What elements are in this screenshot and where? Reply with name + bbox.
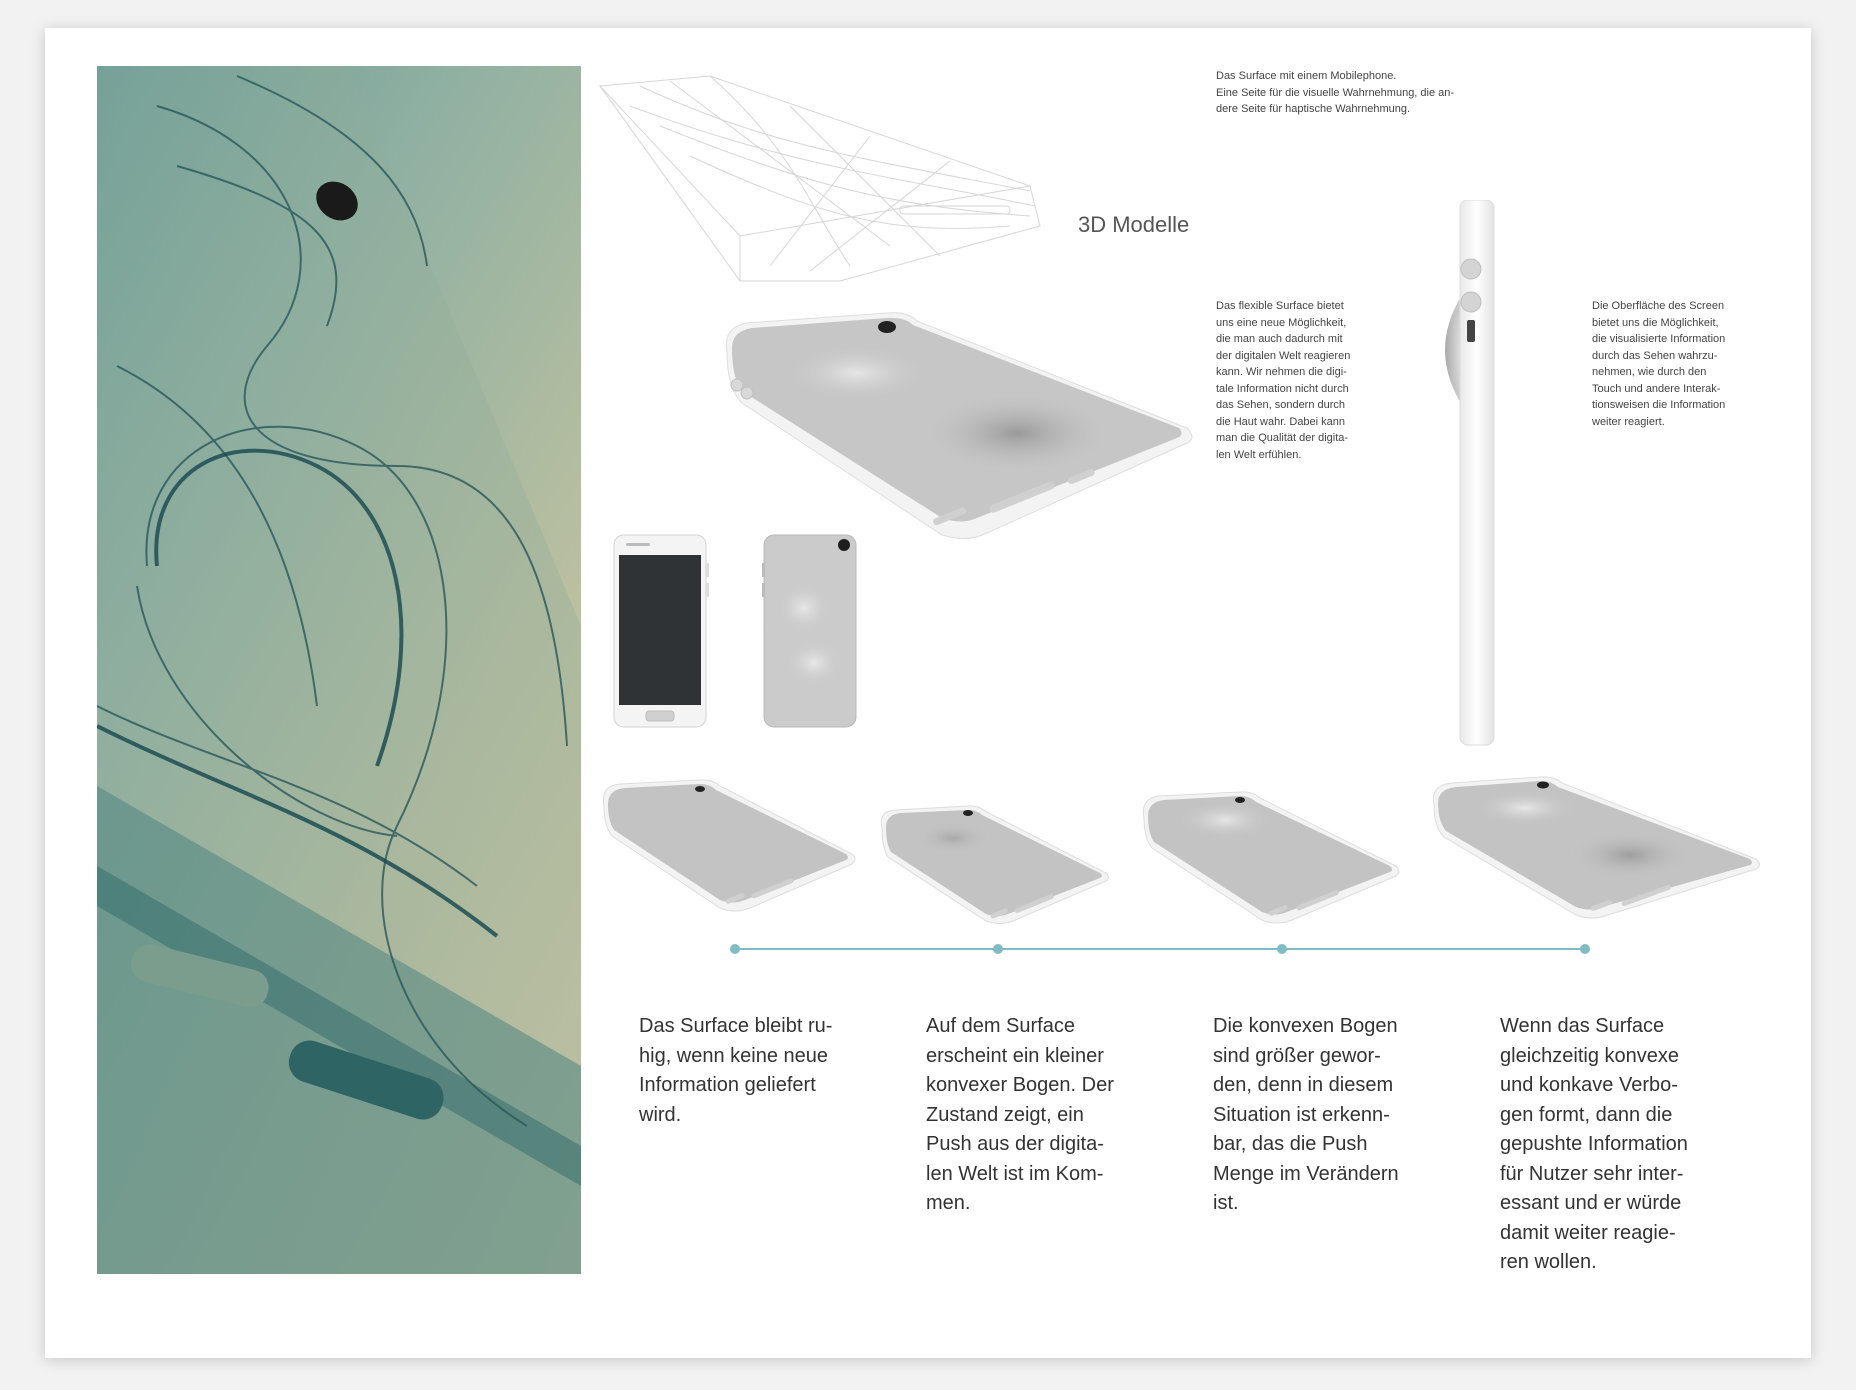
back-phone-render bbox=[762, 534, 857, 728]
timeline-dot bbox=[730, 944, 740, 954]
middle-note: Das flexible Surface bietet uns eine neu… bbox=[1216, 300, 1351, 461]
state-phone-1 bbox=[602, 779, 856, 912]
side-view-phone-render bbox=[1445, 200, 1495, 746]
caption-state-1: Das Surface bleibt ru- hig, wenn keine n… bbox=[639, 1015, 833, 1126]
timeline-dot bbox=[993, 944, 1003, 954]
wireframe-phone-illustration bbox=[599, 75, 1041, 282]
sketch-photo bbox=[97, 66, 581, 1274]
state-phone-2 bbox=[880, 805, 1109, 924]
timeline-dot bbox=[1580, 944, 1590, 954]
state-phone-4 bbox=[1432, 776, 1760, 919]
state-timeline bbox=[730, 944, 1590, 954]
front-phone-render bbox=[613, 534, 709, 728]
top-note-line: Das Surface mit einem Mobilephone. bbox=[1216, 70, 1397, 82]
caption-state-4: Wenn das Surface gleichzeitig konvexe un… bbox=[1500, 1015, 1688, 1273]
state-phone-3 bbox=[1142, 791, 1400, 924]
right-note: Die Oberfläche des Screen bietet uns die… bbox=[1592, 300, 1726, 428]
top-note: Das Surface mit einem Mobilephone. Eine … bbox=[1216, 68, 1476, 118]
poster-page: Das Surface mit einem Mobilephone. Eine … bbox=[45, 28, 1811, 1358]
section-title: 3D Modelle bbox=[1078, 212, 1190, 237]
large-phone-render bbox=[725, 312, 1193, 539]
top-note-line: Eine Seite für die visuelle Wahrnehmung,… bbox=[1216, 86, 1455, 99]
caption-state-3: Die konvexen Bogen sind größer gewor- de… bbox=[1213, 1015, 1399, 1214]
timeline-dot bbox=[1277, 944, 1287, 954]
top-note-line: dere Seite für haptische Wahrnehmung. bbox=[1216, 103, 1411, 115]
caption-state-2: Auf dem Surface erscheint ein kleiner ko… bbox=[926, 1015, 1114, 1214]
